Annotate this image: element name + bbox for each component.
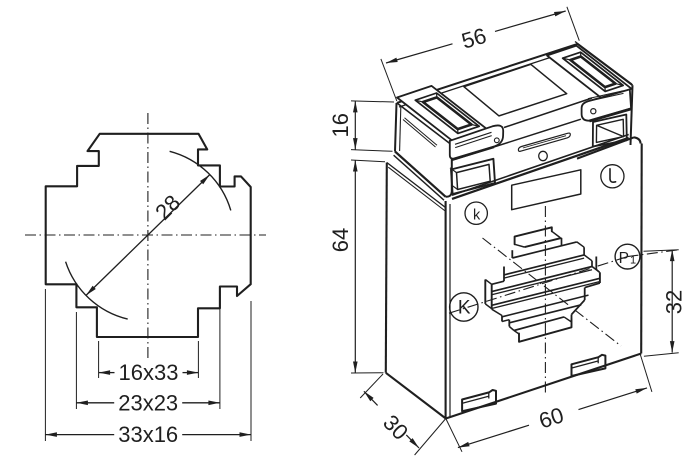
svg-text:23x23: 23x23 [118,390,178,415]
svg-text:33x16: 33x16 [118,422,178,447]
svg-text:16: 16 [328,113,353,137]
svg-text:K: K [458,298,471,319]
svg-text:P: P [619,250,629,267]
svg-text:64: 64 [328,228,353,252]
svg-text:16x33: 16x33 [119,360,179,385]
svg-text:1: 1 [630,255,636,267]
svg-text:32: 32 [662,290,687,314]
svg-text:k: k [473,208,481,224]
